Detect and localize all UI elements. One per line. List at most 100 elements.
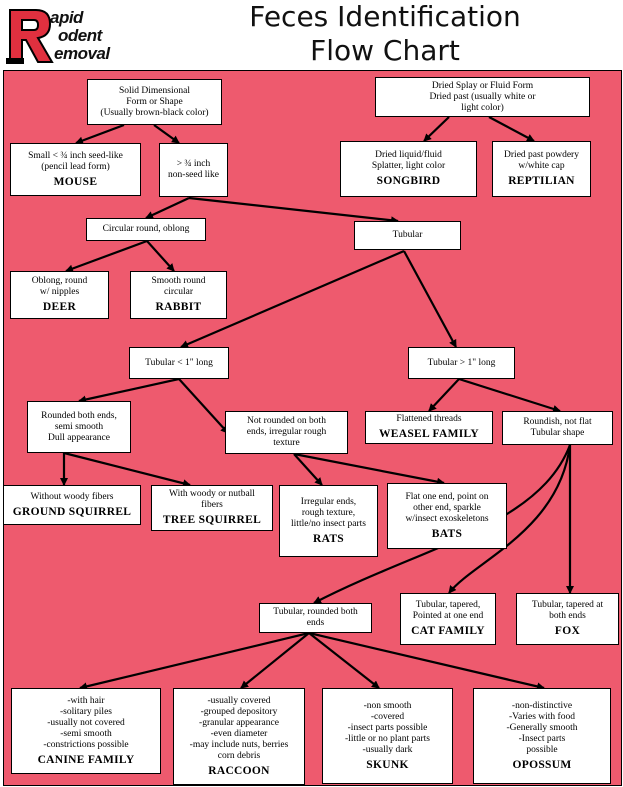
node-canine-family: -with hair -solitary piles -usually not … <box>11 688 161 774</box>
node-songbird: Dried liquid/fluid Splatter, light color… <box>340 141 477 197</box>
node-bats-text: Flat one end, point on other end, sparkl… <box>405 491 489 524</box>
arrow-tubular-tubgt <box>403 250 457 348</box>
node-mouse: Small < ¾ inch seed-like (pencil lead fo… <box>10 143 141 196</box>
node-canine-family-label: CANINE FAMILY <box>37 753 135 766</box>
node-large-nonseed-text: > ¾ inch non-seed like <box>168 159 219 180</box>
node-not-rounded: Not rounded on both ends, irregular roug… <box>225 411 348 454</box>
logo-text-line3: emoval <box>54 44 110 63</box>
node-weasel-family-label: WEASEL FAMILY <box>378 428 480 440</box>
arrow-dried-songbird <box>423 116 450 142</box>
node-deer: Oblong, round w/ nipples DEER <box>10 271 109 319</box>
node-not-rounded-text: Not rounded on both ends, irregular roug… <box>246 416 327 448</box>
node-cat-family-label: CAT FAMILY <box>411 625 485 637</box>
node-circular-round: Circular round, oblong <box>86 218 206 241</box>
arrow-tubrounded-canine <box>79 631 310 691</box>
node-rats-label: RATS <box>312 532 345 545</box>
node-skunk-label: SKUNK <box>366 758 409 771</box>
node-ground-squirrel-label: GROUND SQUIRREL <box>12 505 132 518</box>
node-tree-squirrel-label: TREE SQUIRREL <box>162 514 262 526</box>
node-tubular: Tubular <box>354 221 461 250</box>
node-large-nonseed: > ¾ inch non-seed like <box>159 143 228 197</box>
node-mouse-text: Small < ¾ inch seed-like (pencil lead fo… <box>28 150 123 172</box>
arrow-tubrounded-raccoon <box>240 632 310 689</box>
node-rabbit-text: Smooth round circular <box>151 276 206 297</box>
arrow-circular-deer <box>65 239 148 273</box>
flowchart-canvas: Solid Dimensional Form or Shape (Usually… <box>3 70 622 786</box>
logo-r-icon <box>6 9 54 64</box>
arrow-tubrounded-skunk <box>308 632 380 689</box>
node-ground-squirrel: Without woody fibers GROUND SQUIRREL <box>3 485 141 525</box>
logo-text-line1: apid <box>50 8 83 27</box>
node-weasel-family-text: Flattened threads <box>396 414 462 424</box>
flowchart-arrows <box>60 116 574 691</box>
node-rats-text: Irregular ends, rough texture, little/no… <box>291 496 366 529</box>
node-reptilian-text: Dried past powdery w/white cap <box>504 150 579 171</box>
arrow-solid-small <box>75 123 125 145</box>
arrow-large-tubular <box>188 196 399 225</box>
arrow-rounded-tree <box>63 451 191 488</box>
page-title: Feces Identification Flow Chart <box>170 0 600 68</box>
arrow-tubgt-roundish <box>458 377 561 413</box>
node-tubular-lt-1in-text: Tubular < 1" long <box>145 357 213 368</box>
node-roundish-text: Roundish, not flat Tubular shape <box>523 417 592 438</box>
node-opossum-text: -non-distinctive -Varies with food -Gene… <box>506 700 578 755</box>
arrow-circular-rabbit <box>146 240 175 272</box>
title-line1: Feces Identification <box>249 0 521 33</box>
arrow-roundish-cat <box>448 444 572 594</box>
title-line2: Flow Chart <box>310 34 460 67</box>
node-rats: Irregular ends, rough texture, little/no… <box>279 485 378 557</box>
node-roundish: Roundish, not flat Tubular shape <box>502 411 613 445</box>
node-reptilian-label: REPTILIAN <box>508 175 575 187</box>
node-tubular-gt-1in: Tubular > 1" long <box>408 347 515 379</box>
arrow-solid-large <box>153 124 180 144</box>
node-opossum-label: OPOSSUM <box>512 758 572 771</box>
node-opossum: -non-distinctive -Varies with food -Gene… <box>473 688 611 784</box>
node-tubular-rounded: Tubular, rounded both ends <box>259 603 372 633</box>
node-tubular-rounded-text: Tubular, rounded both ends <box>273 607 358 628</box>
node-tubular-gt-1in-text: Tubular > 1" long <box>427 357 496 368</box>
node-bats-label: BATS <box>431 527 463 540</box>
arrow-dried-reptilian <box>488 116 535 142</box>
node-tree-squirrel-text: With woody or nutball fibers <box>169 489 255 510</box>
node-rabbit-label: RABBIT <box>155 301 202 313</box>
node-fox: Tubular, tapered at both ends FOX <box>516 593 619 645</box>
header: apid odent emoval Feces Identification F… <box>0 0 623 70</box>
node-mouse-label: MOUSE <box>53 175 98 188</box>
node-tree-squirrel: With woody or nutball fibers TREE SQUIRR… <box>151 485 273 531</box>
arrow-notrounded-bats <box>293 452 445 486</box>
node-tubular-lt-1in: Tubular < 1" long <box>129 347 229 379</box>
logo-text-line2: odent <box>58 26 102 45</box>
arrow-tubular-tublt <box>180 249 405 349</box>
node-deer-label: DEER <box>42 301 77 313</box>
company-logo: apid odent emoval <box>6 6 144 68</box>
node-raccoon: -usually covered -grouped depository -gr… <box>173 688 305 785</box>
arrow-large-circular <box>145 197 190 219</box>
arrow-notrounded-rats <box>293 453 323 486</box>
node-raccoon-text: -usually covered -grouped depository -gr… <box>189 695 289 761</box>
node-songbird-text: Dried liquid/fluid Splatter, light color <box>371 150 446 171</box>
node-deer-text: Oblong, round w/ nipples <box>31 276 88 297</box>
node-reptilian: Dried past powdery w/white cap REPTILIAN <box>492 141 591 197</box>
node-weasel-family: Flattened threads WEASEL FAMILY <box>365 411 493 444</box>
arrow-tublt-notrounded <box>178 378 229 434</box>
node-dried-form: Dried Splay or Fluid Form Dried past (us… <box>375 77 590 117</box>
node-bats: Flat one end, point on other end, sparkl… <box>387 483 507 549</box>
node-skunk: -non smooth -covered -insect parts possi… <box>322 688 453 784</box>
node-circular-round-text: Circular round, oblong <box>102 224 190 234</box>
node-songbird-label: SONGBIRD <box>376 175 441 187</box>
node-solid-form: Solid Dimensional Form or Shape (Usually… <box>87 79 222 125</box>
node-rabbit: Smooth round circular RABBIT <box>130 271 227 319</box>
node-cat-family: Tubular, tapered, Pointed at one end CAT… <box>400 593 496 645</box>
node-canine-family-text: -with hair -solitary piles -usually not … <box>43 695 129 750</box>
arrow-tubgt-weasel <box>428 378 460 412</box>
node-fox-label: FOX <box>554 625 581 637</box>
node-dried-form-text: Dried Splay or Fluid Form Dried past (us… <box>429 80 536 113</box>
node-rounded-both-ends: Rounded both ends, semi smooth Dull appe… <box>27 401 131 453</box>
node-rounded-both-ends-text: Rounded both ends, semi smooth Dull appe… <box>41 410 117 443</box>
arrow-tublt-rounded <box>78 377 180 404</box>
node-raccoon-label: RACCOON <box>208 764 270 777</box>
node-fox-text: Tubular, tapered at both ends <box>531 600 604 621</box>
node-tubular-text: Tubular <box>392 230 423 240</box>
node-skunk-text: -non smooth -covered -insect parts possi… <box>345 700 430 755</box>
node-solid-form-text: Solid Dimensional Form or Shape (Usually… <box>100 85 209 118</box>
